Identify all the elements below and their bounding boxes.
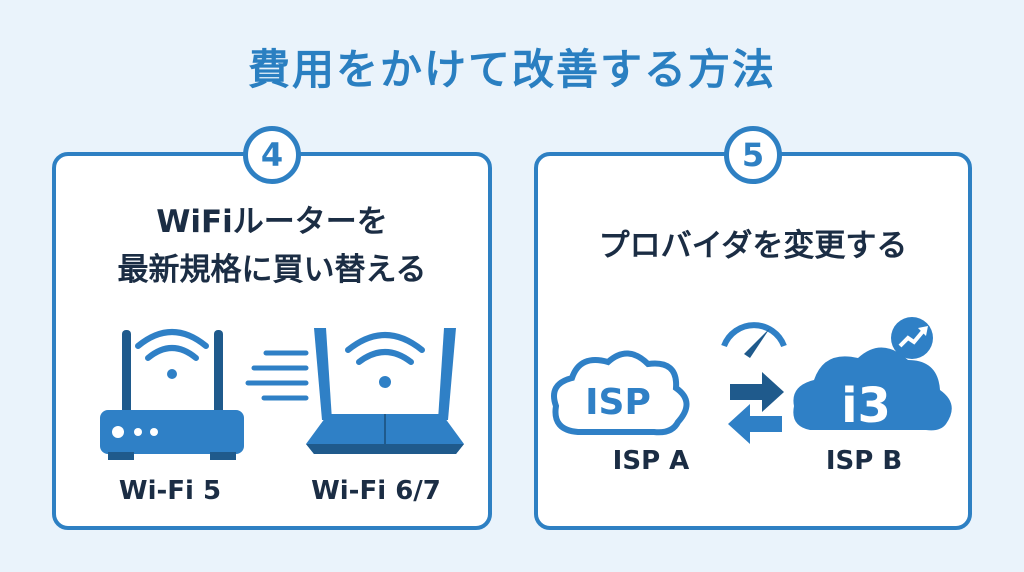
isp-b-logo-text: i3: [841, 378, 891, 434]
router-comparison-illustration: [100, 328, 464, 460]
step-badge: 5: [724, 126, 782, 184]
isp-a-logo-text: ISP: [585, 382, 651, 423]
label-wifi5: Wi-Fi 5: [118, 476, 222, 506]
speed-lines-icon: [245, 350, 309, 401]
label-isp-b: ISP B: [825, 446, 903, 476]
step-badge: 4: [243, 126, 301, 184]
cloud-icon: ISP: [551, 350, 690, 436]
wifi-icon: [135, 329, 209, 379]
wifi-icon: [345, 332, 425, 388]
provider-switch-illustration: ISP i3: [551, 317, 952, 444]
trend-up-icon: [891, 317, 933, 359]
label-isp-a: ISP A: [612, 446, 690, 476]
label-wifi67: Wi-Fi 6/7: [311, 476, 441, 506]
swap-arrows-icon: [728, 372, 784, 444]
router-icon: [100, 330, 244, 460]
card-title: プロバイダを変更する: [598, 228, 908, 264]
speedometer-icon: [721, 322, 787, 358]
card-title-line1: WiFiルーターを: [156, 204, 388, 240]
cloud-icon: i3: [793, 347, 952, 434]
card-title-line2: 最新規格に買い替える: [117, 252, 427, 288]
page-title: 費用をかけて改善する方法: [247, 45, 776, 94]
router-icon: [306, 328, 464, 454]
card-provider: 5 プロバイダを変更する ISP i3 ISP A ISP B: [534, 126, 972, 530]
card-wifi-router: 4 WiFiルーターを 最新規格に買い替える Wi-Fi 5 Wi-Fi 6: [52, 126, 492, 530]
